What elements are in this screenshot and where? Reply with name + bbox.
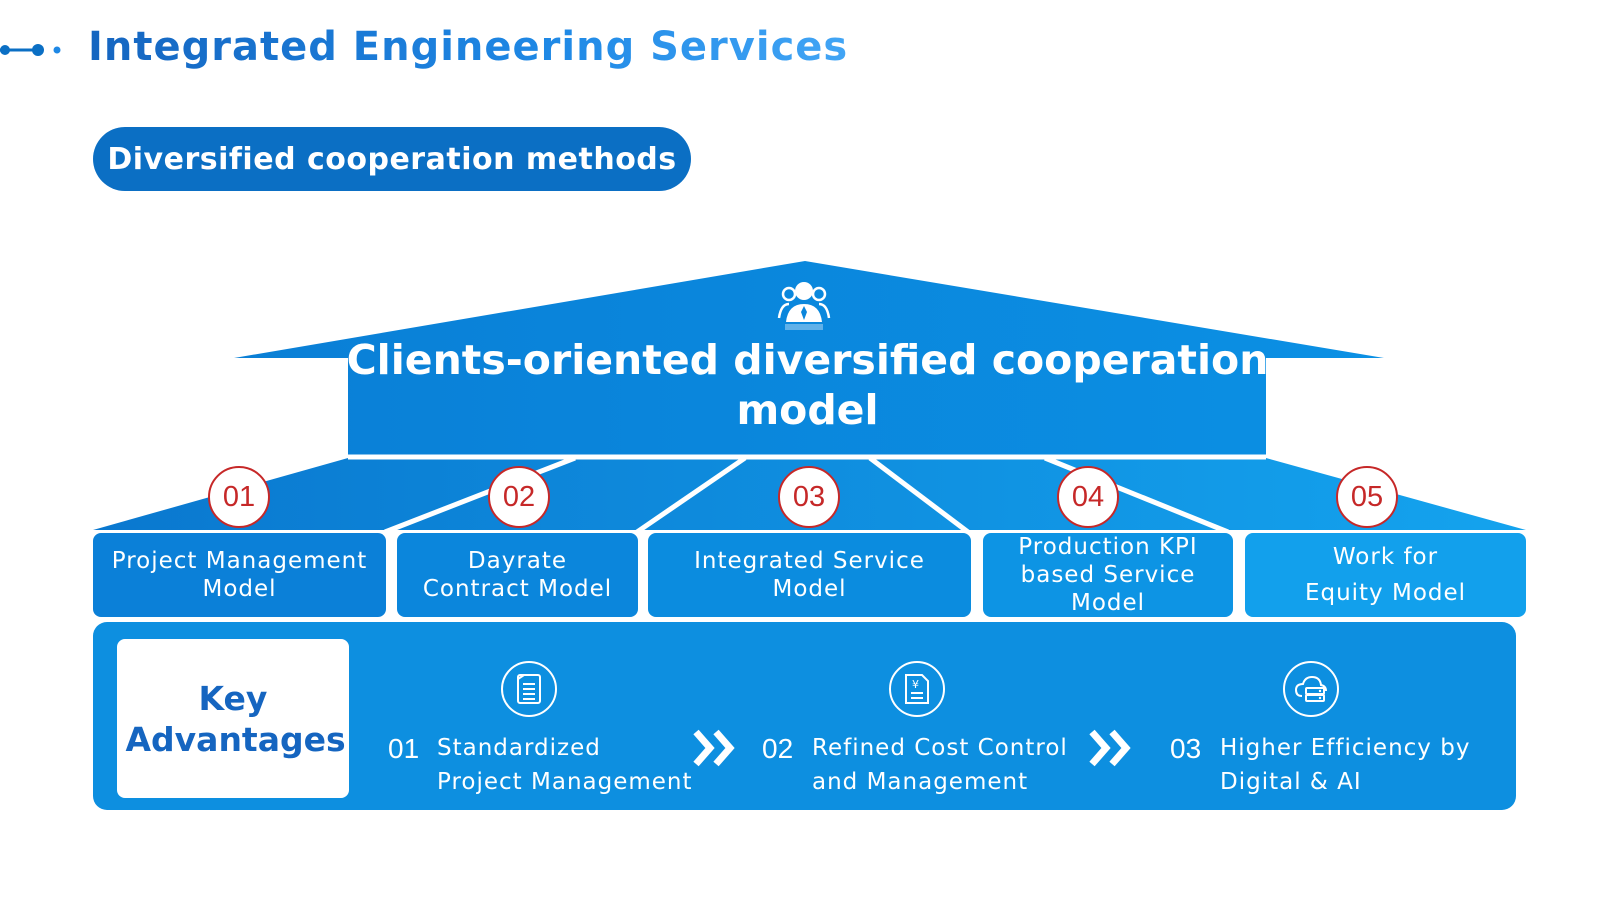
page-title: Integrated Engineering Services <box>88 24 849 70</box>
advantage-text-01: Standardized Project Management <box>437 735 693 795</box>
model-badge-05: 05 <box>1336 466 1398 528</box>
yuan-document-icon: ¥ <box>889 661 945 717</box>
key-advantages-heading: Key Advantages <box>117 639 349 798</box>
model-badge-02: 02 <box>488 466 550 528</box>
model-label: Work for Equity Model <box>1304 544 1467 606</box>
roof-title: Clients-oriented diversified cooperation… <box>346 336 1269 434</box>
model-box-work-for-equity: Work for Equity Model <box>1245 533 1526 617</box>
advantage-text-03: Higher Efficiency by Digital & AI <box>1220 735 1471 795</box>
chevron-right-icon <box>693 729 735 767</box>
model-badge-03: 03 <box>778 466 840 528</box>
advantage-text-02: Refined Cost Control and Management <box>812 735 1068 795</box>
section-pill: Diversified cooperation methods <box>93 127 691 191</box>
key-advantages-label: Key Advantages <box>125 678 346 759</box>
advantage-number-03: 03 <box>1170 733 1202 764</box>
advantage-number-02: 02 <box>762 733 794 764</box>
model-box-dayrate-contract: Dayrate Contract Model <box>397 533 638 617</box>
model-badge-01: 01 <box>208 466 270 528</box>
model-label: Production KPI based Service Model <box>1018 534 1198 616</box>
model-label: Project Management Model <box>111 548 368 602</box>
title-decoration-dots <box>0 44 61 56</box>
section-pill-label: Diversified cooperation methods <box>107 141 677 177</box>
chevron-right-icon <box>1089 729 1131 767</box>
model-badge-04: 04 <box>1057 466 1119 528</box>
cloud-server-icon <box>1283 661 1339 717</box>
roof-shape <box>234 261 1384 458</box>
svg-text:¥: ¥ <box>912 678 919 691</box>
model-label: Dayrate Contract Model <box>422 548 613 602</box>
document-list-icon <box>501 661 557 717</box>
advantage-number-01: 01 <box>388 733 420 764</box>
model-box-project-management: Project Management Model <box>93 533 386 617</box>
model-box-integrated-service: Integrated Service Model <box>648 533 971 617</box>
model-box-production-kpi: Production KPI based Service Model <box>983 533 1233 617</box>
business-person-icon <box>777 278 831 334</box>
model-label: Integrated Service Model <box>694 548 925 602</box>
